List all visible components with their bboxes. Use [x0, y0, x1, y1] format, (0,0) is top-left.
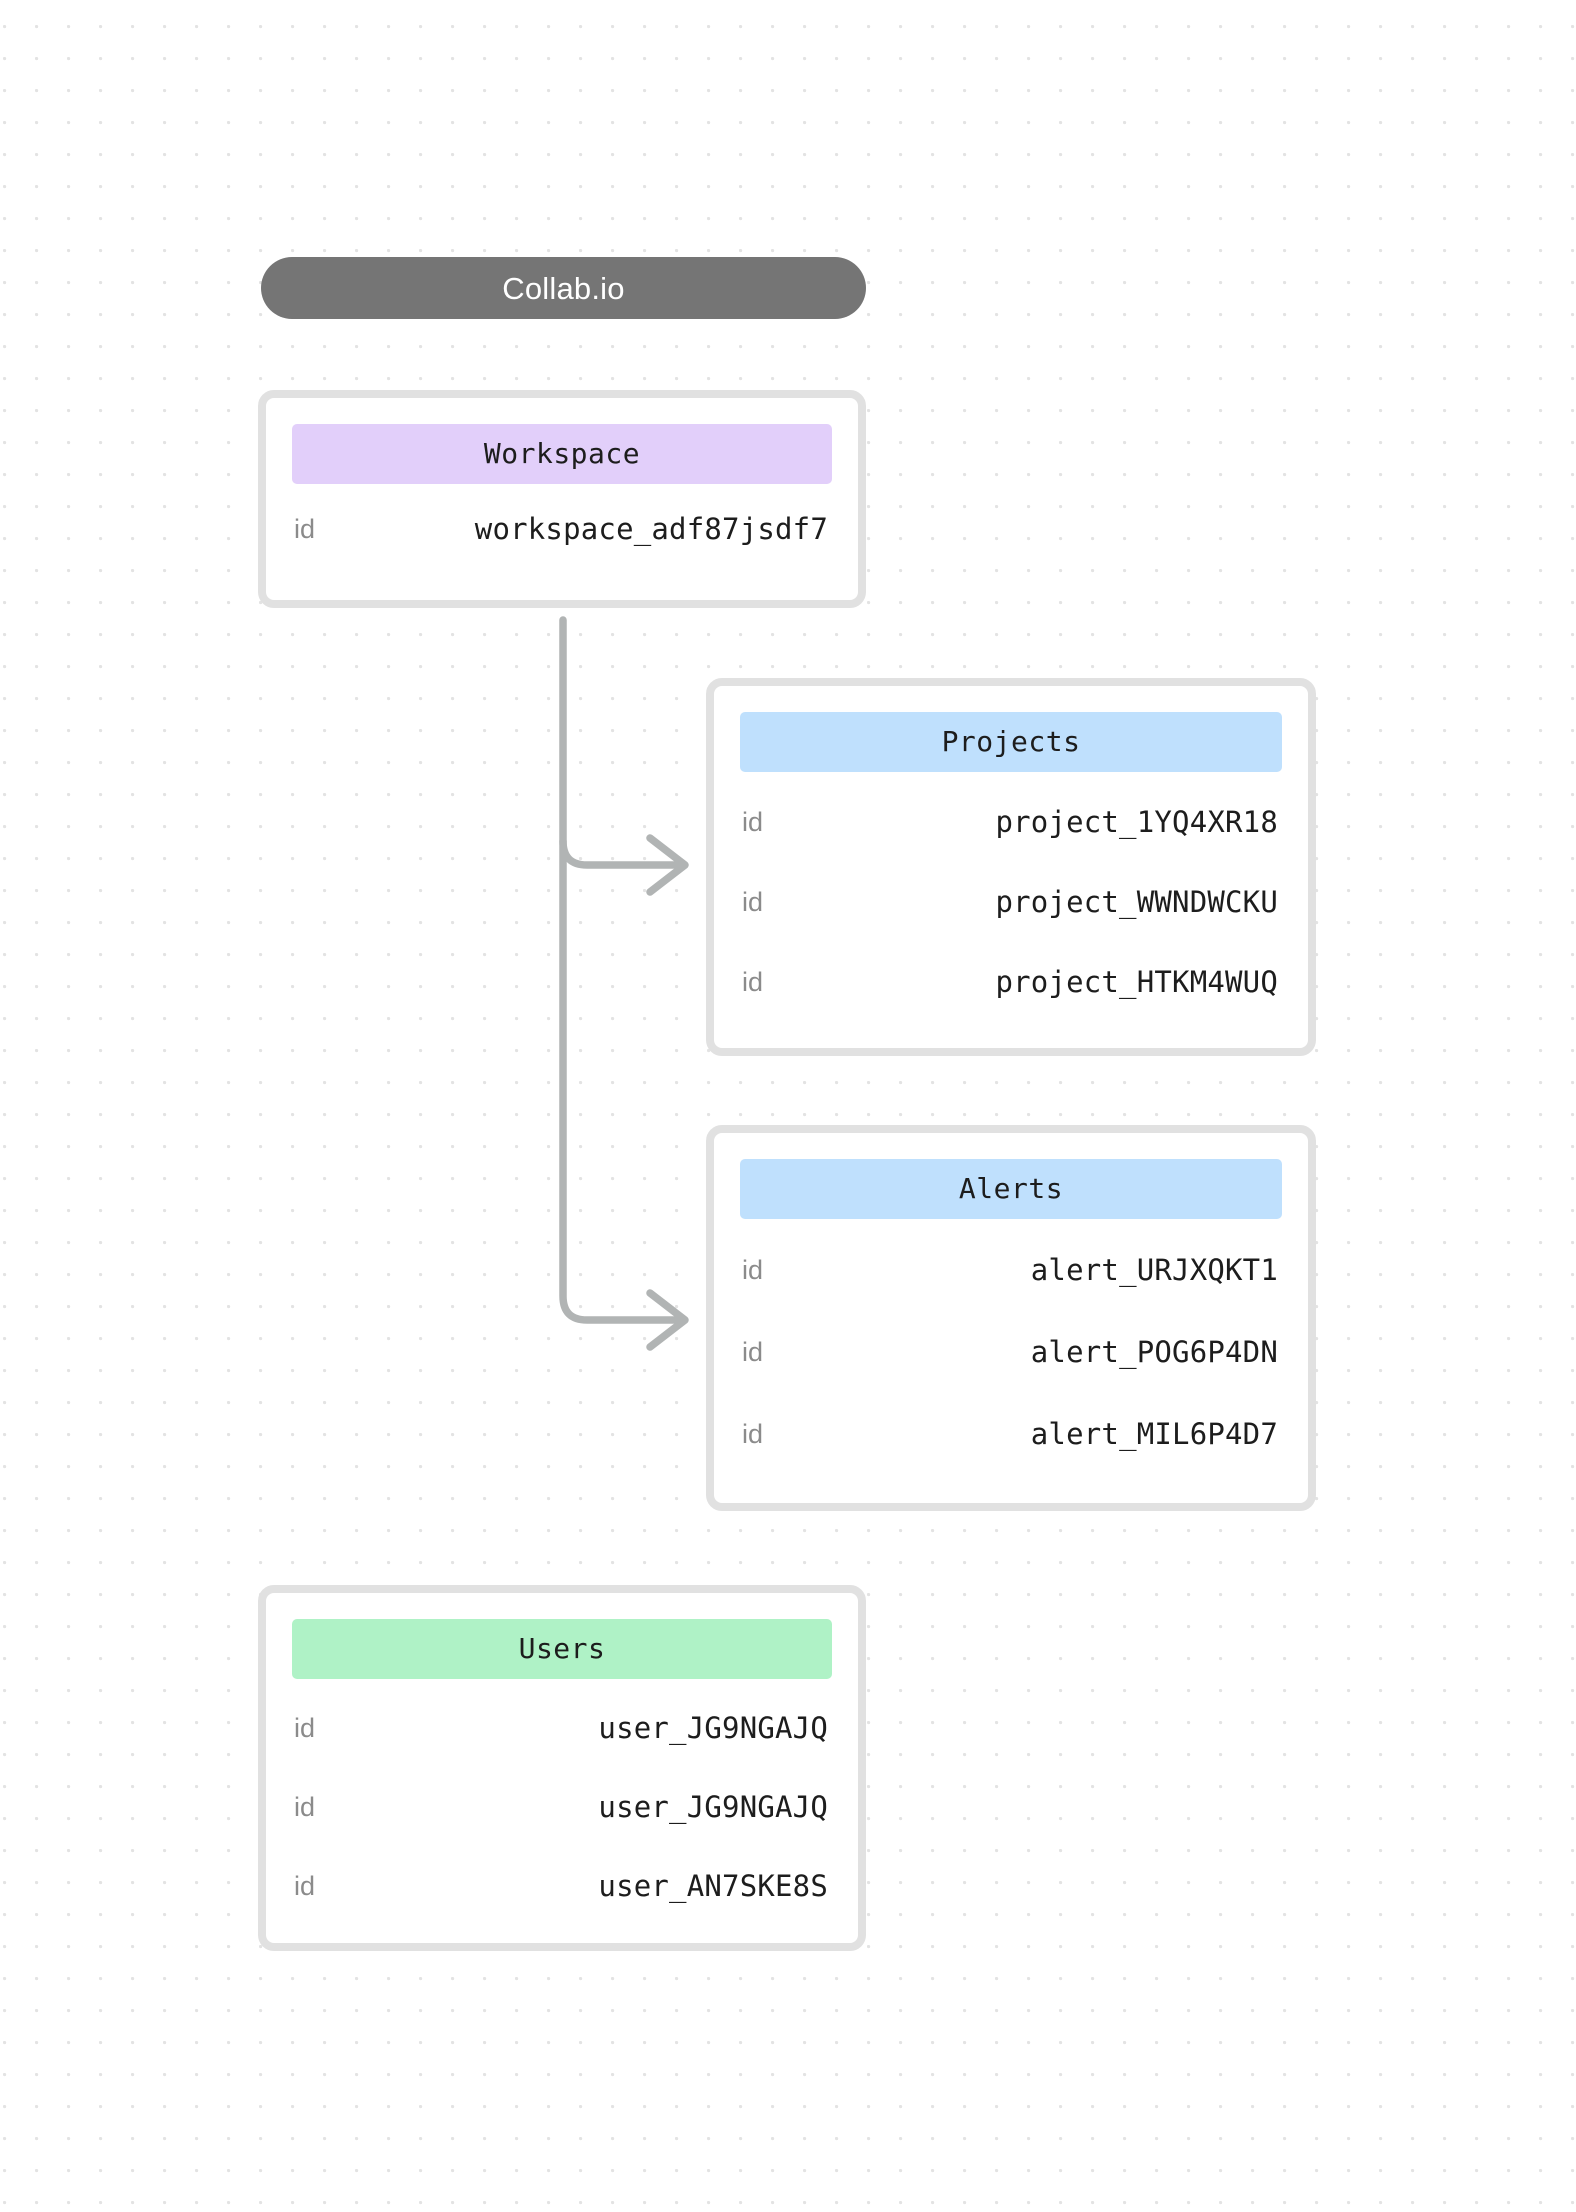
- diagram-title-pill[interactable]: Collab.io: [261, 257, 866, 319]
- field-value: user_JG9NGAJQ: [598, 1790, 828, 1824]
- arrowhead-projects: [646, 834, 689, 896]
- table-header-alerts: Alerts: [740, 1159, 1282, 1219]
- field-value: alert_POG6P4DN: [1030, 1334, 1278, 1369]
- table-row[interactable]: id alert_MIL6P4D7: [740, 1393, 1282, 1475]
- table-card-alerts[interactable]: Alerts id alert_URJXQKT1 id alert_POG6P4…: [706, 1125, 1316, 1511]
- connector-workspace-projects: [559, 837, 680, 869]
- table-header-users: Users: [292, 1619, 832, 1679]
- field-value: alert_URJXQKT1: [1030, 1252, 1278, 1287]
- table-card-workspace[interactable]: Workspace id workspace_adf87jsdf7: [258, 390, 866, 608]
- table-row[interactable]: id project_WWNDWCKU: [740, 862, 1282, 942]
- field-key: id: [294, 1713, 316, 1743]
- field-key: id: [742, 966, 764, 997]
- field-key: id: [294, 1792, 316, 1822]
- table-rows-workspace: id workspace_adf87jsdf7: [292, 494, 832, 564]
- table-row[interactable]: id user_JG9NGAJQ: [292, 1768, 832, 1847]
- diagram-title-text: Collab.io: [502, 270, 625, 306]
- table-row[interactable]: id project_1YQ4XR18: [740, 782, 1282, 862]
- arrowhead-alerts: [646, 1289, 689, 1351]
- table-title-workspace: Workspace: [483, 437, 641, 470]
- field-key: id: [294, 513, 316, 544]
- field-key: id: [742, 806, 764, 837]
- table-rows-projects: id project_1YQ4XR18 id project_WWNDWCKU …: [740, 782, 1282, 1022]
- field-value: user_AN7SKE8S: [598, 1869, 828, 1903]
- table-rows-users: id user_JG9NGAJQ id user_JG9NGAJQ id use…: [292, 1689, 832, 1926]
- field-value: user_JG9NGAJQ: [598, 1711, 828, 1745]
- field-value: alert_MIL6P4D7: [1030, 1416, 1278, 1451]
- table-row[interactable]: id user_AN7SKE8S: [292, 1847, 832, 1926]
- table-row[interactable]: id alert_URJXQKT1: [740, 1229, 1282, 1311]
- field-value: project_HTKM4WUQ: [995, 964, 1278, 999]
- field-value: project_WWNDWCKU: [995, 884, 1278, 919]
- table-header-workspace: Workspace: [292, 424, 832, 484]
- table-card-users[interactable]: Users id user_JG9NGAJQ id user_JG9NGAJQ …: [258, 1585, 866, 1951]
- field-value: project_1YQ4XR18: [995, 804, 1278, 839]
- table-row[interactable]: id project_HTKM4WUQ: [740, 942, 1282, 1022]
- field-key: id: [742, 886, 764, 917]
- table-rows-alerts: id alert_URJXQKT1 id alert_POG6P4DN id a…: [740, 1229, 1282, 1475]
- field-key: id: [742, 1418, 764, 1449]
- field-key: id: [742, 1254, 764, 1285]
- table-title-projects: Projects: [941, 725, 1081, 758]
- table-title-users: Users: [518, 1632, 606, 1665]
- field-value: workspace_adf87jsdf7: [474, 511, 828, 546]
- table-row[interactable]: id user_JG9NGAJQ: [292, 1689, 832, 1768]
- table-row[interactable]: id alert_POG6P4DN: [740, 1311, 1282, 1393]
- table-title-alerts: Alerts: [958, 1172, 1064, 1205]
- field-key: id: [742, 1336, 764, 1367]
- connector-workspace-trunk: [559, 616, 680, 1324]
- table-header-projects: Projects: [740, 712, 1282, 772]
- table-row[interactable]: id workspace_adf87jsdf7: [292, 494, 832, 564]
- table-card-projects[interactable]: Projects id project_1YQ4XR18 id project_…: [706, 678, 1316, 1056]
- field-key: id: [294, 1871, 316, 1901]
